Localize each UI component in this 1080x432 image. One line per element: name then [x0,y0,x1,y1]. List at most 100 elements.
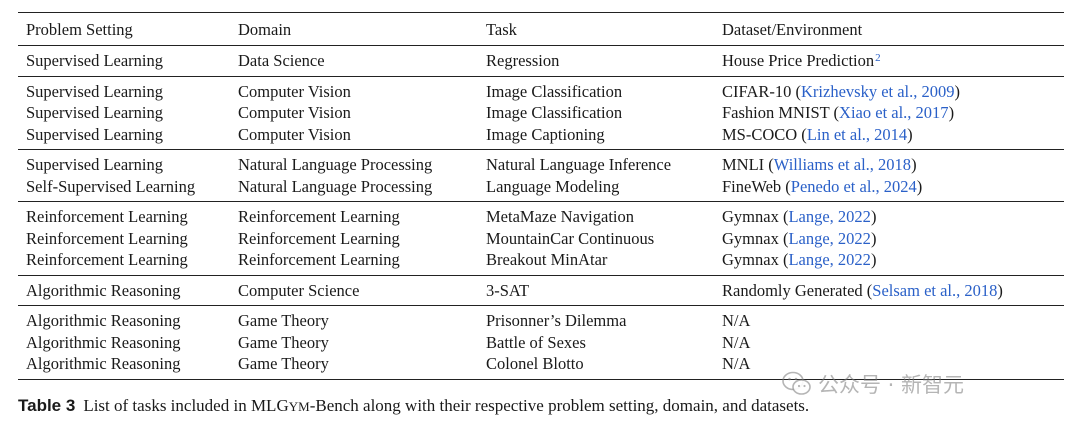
cell-task: Breakout MinAtar [478,249,714,276]
cell-dataset: Gymnax (Lange, 2022) [714,202,1064,228]
cell-problem-setting: Algorithmic Reasoning [18,353,230,380]
header-dataset: Dataset/Environment [714,12,1064,46]
cell-task: Image Captioning [478,123,714,150]
cell-task: Image Classification [486,103,623,122]
citation-close-paren: ) [870,250,877,269]
citation-close-paren: ) [948,103,955,122]
cell-problem-setting: Reinforcement Learning [18,249,230,276]
caption-text-before: List of tasks included in ML [83,396,277,415]
table-row: Reinforcement Learning Reinforcement Lear… [18,202,1064,228]
table-row: Reinforcement Learning Reinforcement Lear… [18,228,1064,250]
citation-close-paren: ) [911,155,917,174]
table-row: Algorithmic Reasoning Game Theory Battle o… [18,332,1064,354]
cell-task: Battle of Sexes [486,332,586,352]
cell-problem-setting: Supervised Learning [18,123,230,150]
caption-smallcaps-initial: G [276,396,289,415]
table-row: Supervised Learning Computer Vision Image … [18,102,1064,124]
dataset-name: Gymnax ( [722,250,789,269]
dataset-name: House Price Prediction [722,51,875,70]
cell-dataset: House Price Prediction2 [714,45,1064,77]
cell-dataset: Randomly Generated (Selsam et al., 2018) [714,275,1064,306]
task-table-container: Problem Setting Domain Task Dataset/Envi… [18,12,1064,380]
dataset-name: MNLI ( [722,155,774,174]
cell-problem-setting: Reinforcement Learning [26,228,188,248]
dataset-name: Gymnax ( [722,207,789,226]
footnote-marker[interactable]: 2 [875,52,881,64]
cell-task: Natural Language Inference [486,155,672,174]
cell-dataset: MS-COCO (Lin et al., 2014) [714,123,1064,150]
dataset-name: FineWeb ( [722,176,791,196]
cell-domain: Computer Vision [238,103,351,122]
dataset-name: CIFAR-10 ( [722,81,801,101]
cell-task: 3-SAT [478,275,714,306]
cell-problem-setting: Supervised Learning [26,81,164,101]
cell-domain: Reinforcement Learning [230,249,478,276]
cell-domain: Game Theory [238,332,329,352]
citation-link[interactable]: Lange, 2022 [788,250,871,269]
cell-task: Language Modeling [478,175,714,202]
cell-dataset: N/A [714,353,1064,380]
cell-domain: Natural Language Processing [238,155,433,174]
cell-task: Image Classification [486,81,623,101]
cell-domain: Data Science [230,45,478,77]
header-problem-setting: Problem Setting [18,12,230,46]
table-header-row: Problem Setting Domain Task Dataset/Envi… [18,12,1064,46]
caption-smallcaps-rest: YM [288,399,310,414]
cell-task: MetaMaze Navigation [486,207,634,226]
cell-domain: Computer Vision [238,81,351,101]
cell-problem-setting: Self-Supervised Learning [18,175,230,202]
table-row: Supervised Learning Computer Vision Image … [18,76,1064,102]
cell-problem-setting: Algorithmic Reasoning [26,332,181,352]
cell-dataset: Fashion MNIST (Xiao et al., 2017) [714,102,1064,124]
cell-dataset: Gymnax (Lange, 2022) [714,249,1064,276]
cell-domain: Reinforcement Learning [238,207,400,226]
cell-domain: Computer Vision [230,123,478,150]
cell-domain: Computer Science [230,275,478,306]
cell-dataset: FineWeb (Penedo et al., 2024) [714,175,1064,202]
cell-domain: Reinforcement Learning [238,228,400,248]
cell-problem-setting: Supervised Learning [26,155,164,174]
table-caption: Table 3 List of tasks included in MLGYM-B… [18,396,1068,416]
citation-close-paren: ) [870,228,877,248]
citation-link[interactable]: Lin et al., 2014 [806,124,908,144]
citation-close-paren: ) [907,124,913,144]
cell-problem-setting: Supervised Learning [18,45,230,77]
cell-dataset: N/A [714,306,1064,332]
citation-link[interactable]: Penedo et al., 2024 [790,176,917,196]
cell-task: MountainCar Continuous [486,228,655,248]
task-table: Problem Setting Domain Task Dataset/Envi… [18,12,1064,380]
cell-dataset: N/A [714,332,1064,354]
caption-text-after: -Bench along with their respective probl… [309,396,810,415]
cell-problem-setting: Reinforcement Learning [26,207,188,226]
citation-link[interactable]: Xiao et al., 2017 [839,103,949,122]
cell-problem-setting: Supervised Learning [26,103,164,122]
cell-task: Regression [478,45,714,77]
citation-close-paren: ) [916,176,923,196]
dataset-name: MS-COCO ( [722,124,807,144]
dataset-name: N/A [722,311,751,330]
caption-label: Table 3 [18,396,76,415]
dataset-name: Randomly Generated ( [722,280,873,300]
cell-dataset: Gymnax (Lange, 2022) [714,228,1064,250]
citation-link[interactable]: Lange, 2022 [788,228,871,248]
cell-dataset: CIFAR-10 (Krizhevsky et al., 2009) [714,76,1064,102]
cell-domain: Natural Language Processing [230,175,478,202]
citation-link[interactable]: Selsam et al., 2018 [872,280,998,300]
citation-link[interactable]: Lange, 2022 [788,207,871,226]
cell-task: Prisonner’s Dilemma [486,311,627,330]
citation-close-paren: ) [997,280,1003,300]
dataset-name: N/A [722,332,751,352]
citation-link[interactable]: Krizhevsky et al., 2009 [801,81,955,101]
dataset-name: N/A [722,354,751,373]
cell-problem-setting: Algorithmic Reasoning [26,311,181,330]
citation-link[interactable]: Williams et al., 2018 [773,155,912,174]
dataset-name: Fashion MNIST ( [722,103,840,122]
